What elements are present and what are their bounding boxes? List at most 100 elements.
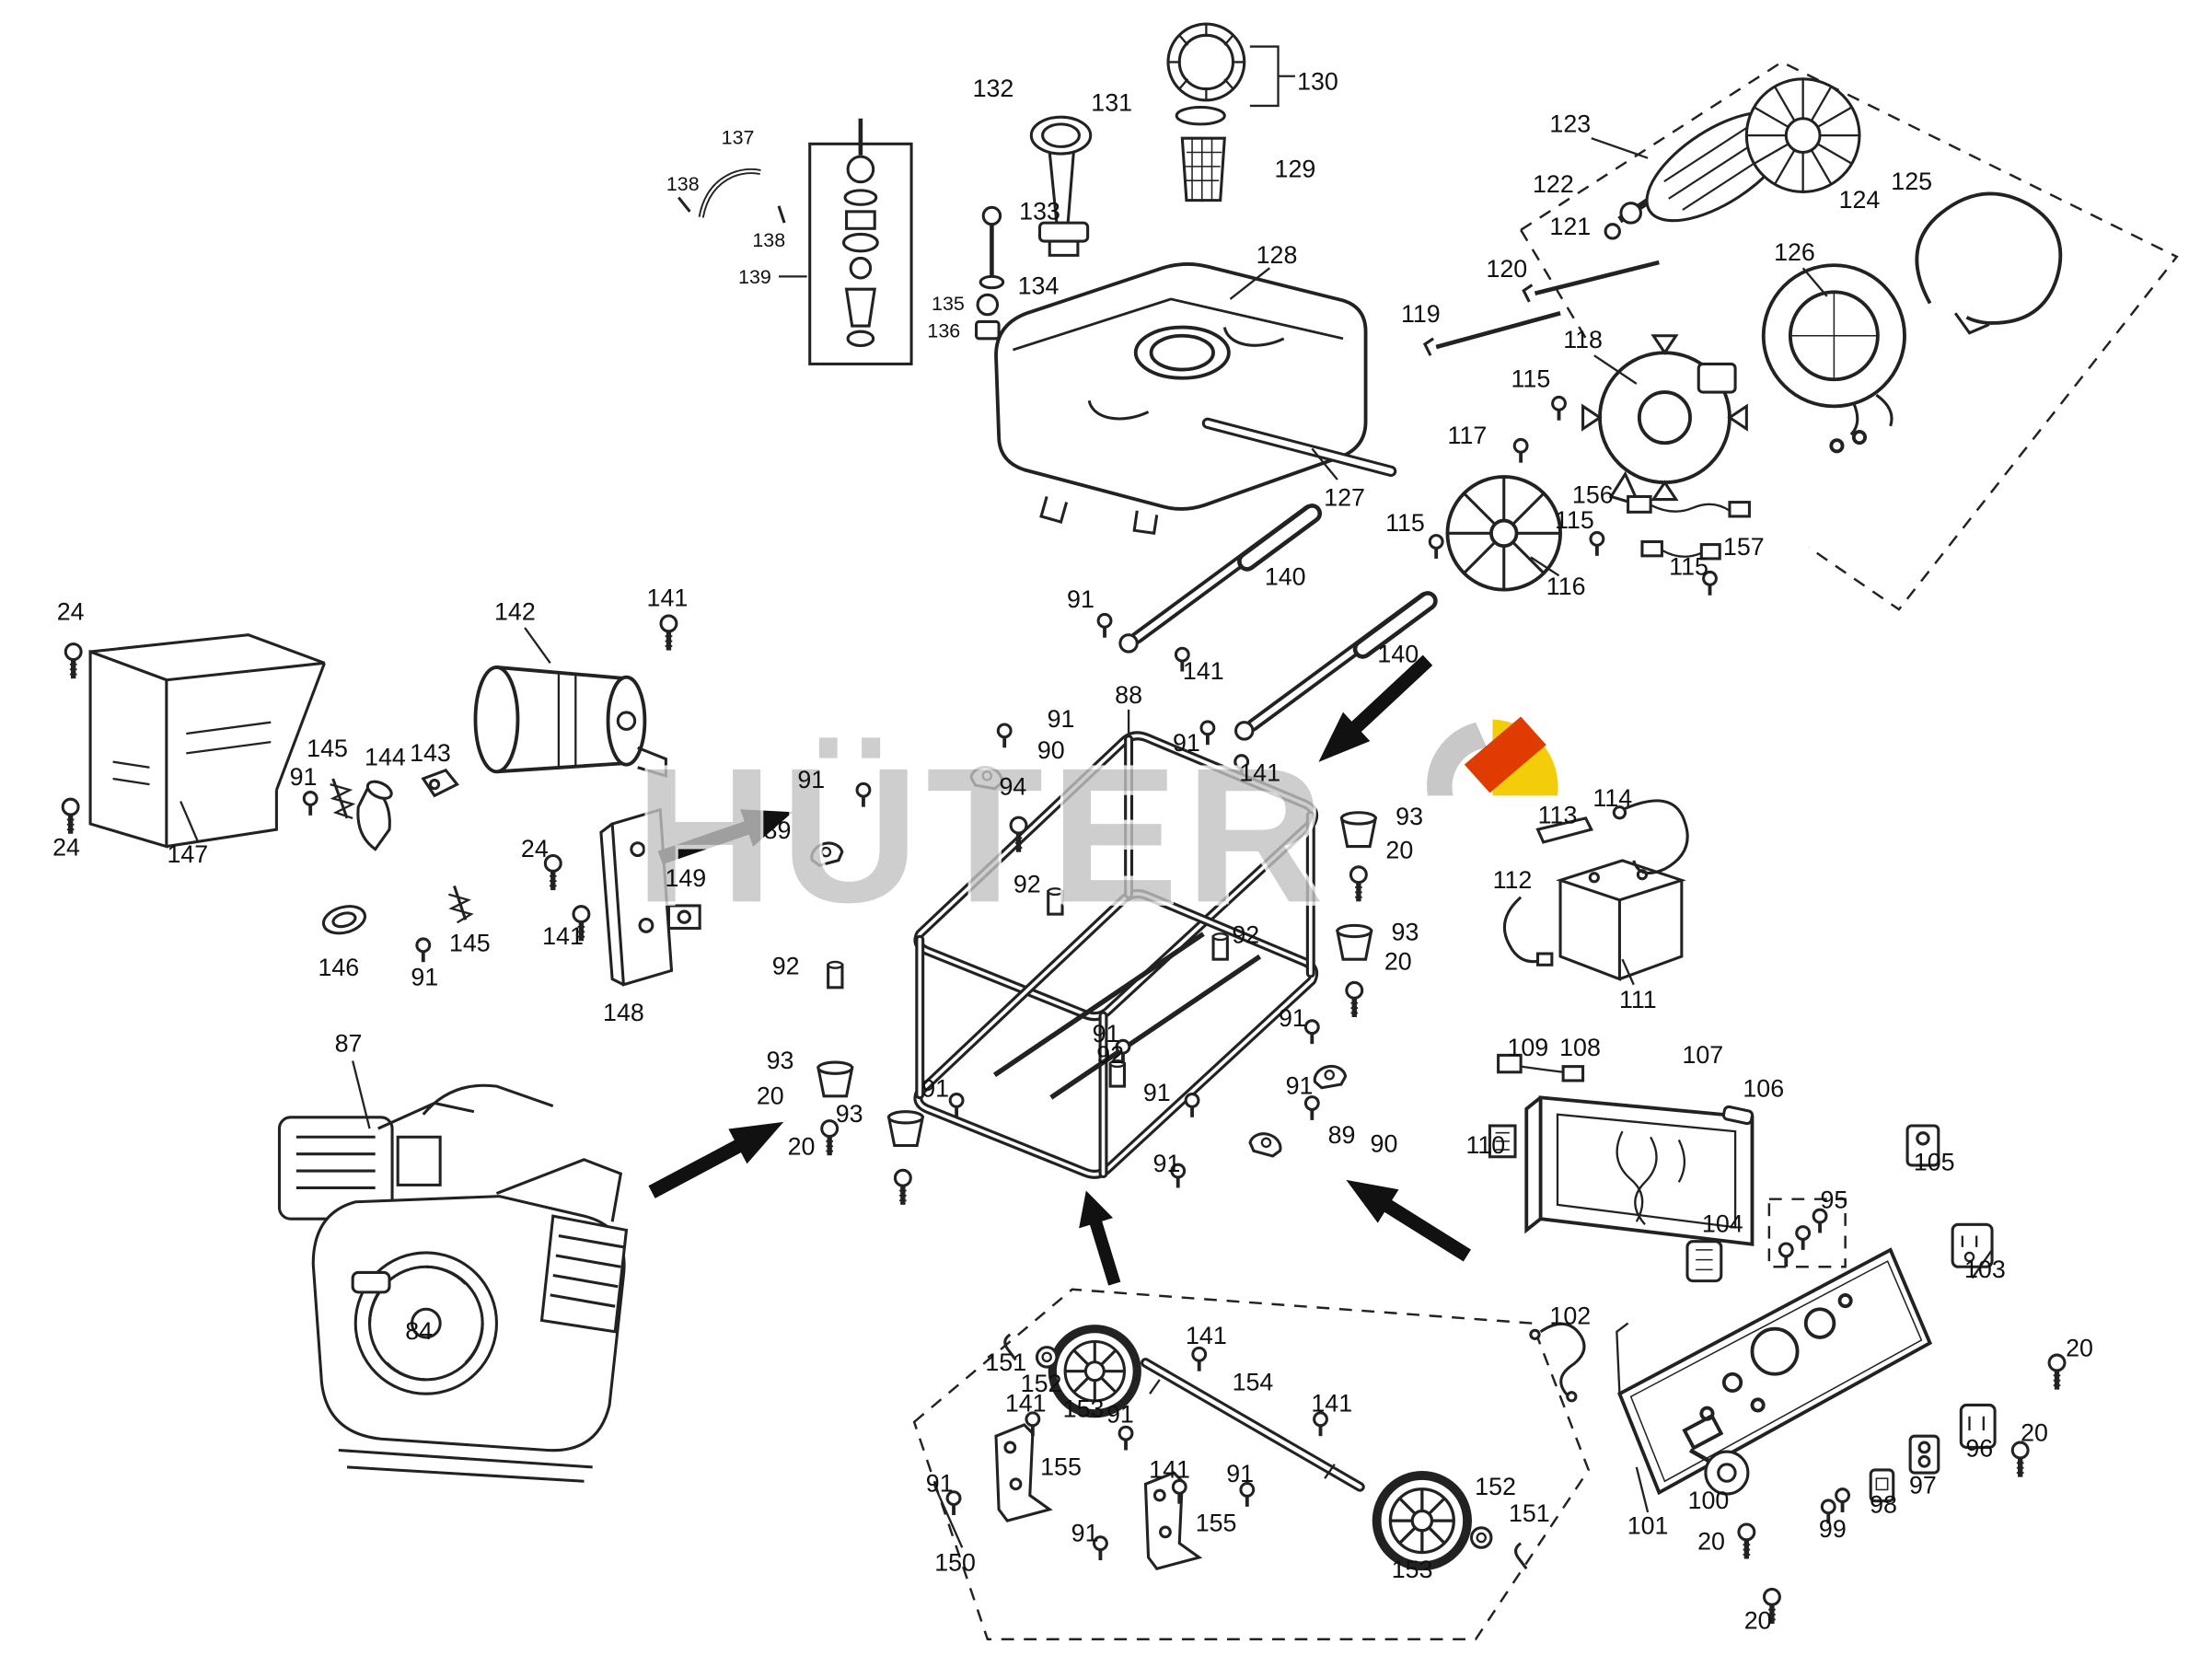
part-label-91: 91	[1071, 1518, 1099, 1547]
part-label-155: 155	[1040, 1452, 1082, 1481]
part-label-99: 99	[1818, 1514, 1847, 1543]
part-label-123: 123	[1549, 109, 1592, 138]
dashed-region-wheel-kit	[912, 1288, 1591, 1641]
part-label-148: 148	[603, 998, 644, 1026]
part-label-132: 132	[972, 74, 1014, 103]
part-label-20: 20	[2066, 1334, 2093, 1362]
harness-connectors	[1488, 1053, 1994, 1283]
part-label-118: 118	[1563, 325, 1603, 353]
part-label-145: 145	[307, 734, 348, 763]
part-label-96: 96	[1965, 1433, 1994, 1463]
cooling-fan	[1445, 475, 1562, 592]
part-label-116: 116	[1546, 572, 1586, 601]
fuel-tank	[994, 262, 1368, 536]
carry-handle-1	[1118, 503, 1323, 654]
part-label-153: 153	[1391, 1555, 1433, 1584]
part-label-91: 91	[1285, 1071, 1314, 1100]
part-label-93: 93	[835, 1099, 863, 1128]
part-label-115: 115	[1511, 365, 1551, 393]
part-label-152: 152	[1475, 1472, 1516, 1500]
part-label-151: 151	[1508, 1499, 1550, 1528]
part-label-125: 125	[1891, 167, 1933, 196]
part-label-138: 138	[752, 228, 786, 251]
band-clamp	[1915, 191, 2063, 335]
part-label-91: 91	[921, 1074, 950, 1103]
battery-wires	[1502, 799, 1689, 966]
part-label-126: 126	[1774, 237, 1815, 266]
support-rod	[1201, 417, 1397, 478]
part-label-101: 101	[1627, 1511, 1669, 1540]
engine	[277, 1083, 629, 1483]
long-bolts	[1422, 260, 1660, 356]
part-label-89: 89	[1327, 1120, 1356, 1150]
part-label-88: 88	[1115, 680, 1142, 710]
part-label-140: 140	[1377, 640, 1419, 668]
frame	[913, 731, 1319, 1179]
part-label-93: 93	[1396, 802, 1423, 830]
panel-face	[1616, 1247, 1933, 1496]
part-label-141: 141	[1182, 656, 1224, 686]
part-label-95: 95	[1820, 1186, 1848, 1214]
part-label-140: 140	[1264, 561, 1306, 591]
part-label-115: 115	[1554, 505, 1594, 535]
part-label-20: 20	[787, 1131, 816, 1161]
panel-wires	[1529, 1322, 1586, 1403]
part-label-114: 114	[1592, 783, 1633, 813]
part-label-20: 20	[1743, 1605, 1772, 1635]
part-label-103: 103	[1963, 1255, 2006, 1283]
part-label-91: 91	[1106, 1400, 1134, 1429]
part-label-144: 144	[365, 742, 406, 771]
part-label-112: 112	[1492, 865, 1533, 894]
part-label-138: 138	[666, 171, 700, 195]
part-label-91: 91	[925, 1469, 954, 1498]
part-label-141: 141	[646, 583, 689, 612]
part-label-110: 110	[1465, 1130, 1506, 1160]
part-label-136: 136	[927, 318, 961, 341]
stator	[1761, 263, 1906, 454]
part-label-154: 154	[1232, 1367, 1274, 1396]
part-label-153: 153	[1062, 1394, 1105, 1423]
part-label-111: 111	[1618, 985, 1657, 1014]
part-label-157: 157	[1722, 532, 1765, 561]
part-label-109: 109	[1507, 1033, 1549, 1062]
part-label-137: 137	[721, 125, 755, 148]
part-label-92: 92	[1013, 869, 1041, 898]
part-label-145: 145	[448, 929, 491, 957]
part-label-156: 156	[1571, 480, 1614, 509]
part-label-105: 105	[1913, 1147, 1955, 1176]
dashed-region-panel-bolts	[1767, 1198, 1847, 1268]
part-label-91: 91	[1226, 1459, 1255, 1488]
part-label-141: 141	[1149, 1454, 1190, 1484]
part-label-91: 91	[1172, 728, 1200, 758]
alternator-end-bracket	[1581, 334, 1748, 508]
part-label-90: 90	[1037, 735, 1065, 764]
part-label-127: 127	[1324, 482, 1365, 512]
part-label-121: 121	[1549, 212, 1592, 241]
part-label-141: 141	[1004, 1388, 1047, 1418]
part-label-91: 91	[1067, 584, 1094, 613]
part-label-104: 104	[1701, 1209, 1743, 1238]
part-label-133: 133	[1019, 196, 1060, 226]
part-label-92: 92	[1096, 1040, 1125, 1069]
part-label-139: 139	[738, 265, 771, 288]
part-label-143: 143	[410, 738, 451, 767]
part-label-141: 141	[1185, 1321, 1227, 1349]
part-label-141: 141	[542, 921, 584, 951]
part-label-107: 107	[1682, 1040, 1724, 1069]
petcock-assembly	[677, 118, 913, 365]
part-label-92: 92	[771, 951, 800, 980]
part-label-122: 122	[1533, 169, 1574, 199]
part-label-89: 89	[763, 816, 792, 845]
part-label-120: 120	[1486, 254, 1528, 284]
side-cover	[88, 633, 326, 849]
part-label-117: 117	[1447, 421, 1488, 450]
part-label-87: 87	[334, 1029, 363, 1058]
part-label-91: 91	[797, 765, 826, 794]
part-label-115: 115	[1669, 552, 1708, 581]
part-label-129: 129	[1274, 154, 1316, 183]
part-label-20: 20	[2021, 1418, 2048, 1447]
part-label-84: 84	[405, 1316, 434, 1346]
part-label-20: 20	[1697, 1527, 1725, 1556]
